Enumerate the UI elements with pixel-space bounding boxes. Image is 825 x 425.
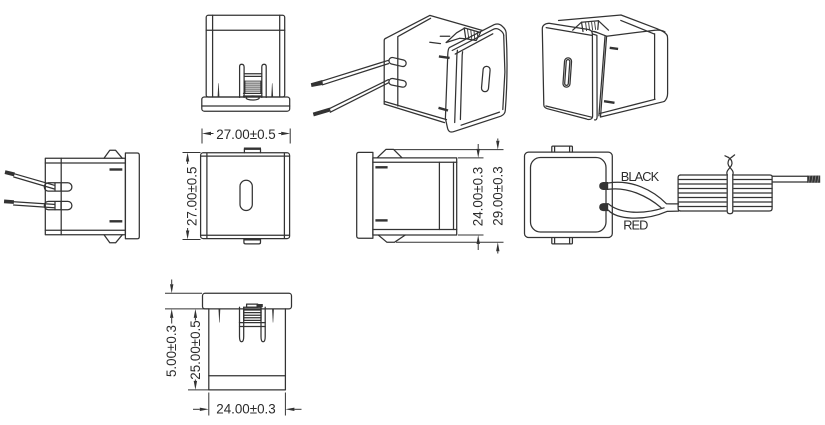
svg-text:RED: RED [623, 218, 648, 233]
svg-text:BLACK: BLACK [621, 169, 660, 184]
svg-text:24.00±0.3: 24.00±0.3 [471, 167, 486, 226]
svg-text:29.00±0.3: 29.00±0.3 [490, 166, 505, 225]
svg-text:25.00±0.5: 25.00±0.5 [188, 320, 203, 379]
svg-text:24.00±0.3: 24.00±0.3 [216, 402, 275, 417]
svg-text:5.00±0.3: 5.00±0.3 [164, 325, 179, 377]
svg-text:27.00±0.5: 27.00±0.5 [216, 127, 275, 142]
svg-text:27.00±0.5: 27.00±0.5 [185, 167, 200, 226]
